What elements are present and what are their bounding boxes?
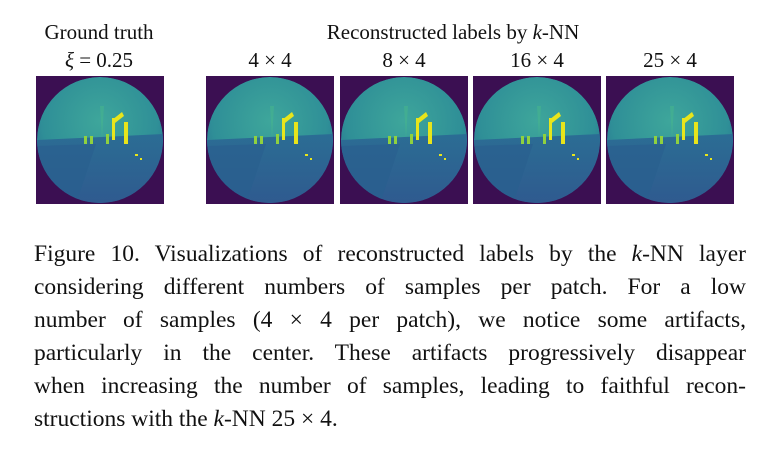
caption-line-6: structions with the k-NN 25 × 4. xyxy=(34,403,746,436)
fisheye-image-1 xyxy=(206,76,334,204)
panel-label-4x4: 4 × 4 xyxy=(248,48,292,72)
caption-line-1: Figure 10. Visualizations of reconstruct… xyxy=(34,238,746,271)
panel-label-16x4: 16 × 4 xyxy=(510,48,564,72)
ground-truth-panel xyxy=(36,76,164,204)
reconstructed-title: Reconstructed labels by k-NN xyxy=(327,22,580,43)
xi-symbol: ξ xyxy=(64,48,74,72)
fisheye-image-2 xyxy=(340,76,468,204)
caption-line-1-post: -NN layer xyxy=(642,241,746,267)
ground-truth-title: Ground truth xyxy=(44,20,154,44)
reconstructed-title-post: -NN xyxy=(541,20,580,44)
recon-panel-16x4 xyxy=(473,76,601,204)
figure-caption: Figure 10. Visualizations of reconstruct… xyxy=(34,238,746,436)
caption-line-3: number of samples (4 × 4 per patch), we … xyxy=(34,307,746,333)
ground-truth-xi-label: ξ = 0.25 xyxy=(65,50,133,71)
fisheye-image-4 xyxy=(606,76,734,204)
panel-label-8x4: 8 × 4 xyxy=(382,48,426,72)
recon-panel-8x4 xyxy=(340,76,468,204)
caption-line-5: when increasing the number of samples, l… xyxy=(34,373,746,399)
caption-line-6-pre: structions with the xyxy=(34,406,214,432)
panel-label-25x4: 25 × 4 xyxy=(643,48,697,72)
fisheye-image-3 xyxy=(473,76,601,204)
caption-line-6-post: -NN 25 × 4. xyxy=(223,406,338,432)
caption-line-6-k: k xyxy=(213,406,224,432)
reconstructed-title-k: k xyxy=(532,20,542,44)
caption-line-1-k: k xyxy=(631,241,643,267)
caption-line-1-pre: Figure 10. Visualizations of reconstruct… xyxy=(34,241,632,267)
caption-line-2: considering different numbers of samples… xyxy=(34,274,746,300)
fisheye-image-0 xyxy=(36,76,164,204)
reconstructed-title-pre: Reconstructed labels by xyxy=(326,20,533,44)
xi-value: = 0.25 xyxy=(73,48,134,72)
recon-panel-4x4 xyxy=(206,76,334,204)
caption-line-4: particularly in the center. These artifa… xyxy=(34,340,746,366)
recon-panel-25x4 xyxy=(606,76,734,204)
